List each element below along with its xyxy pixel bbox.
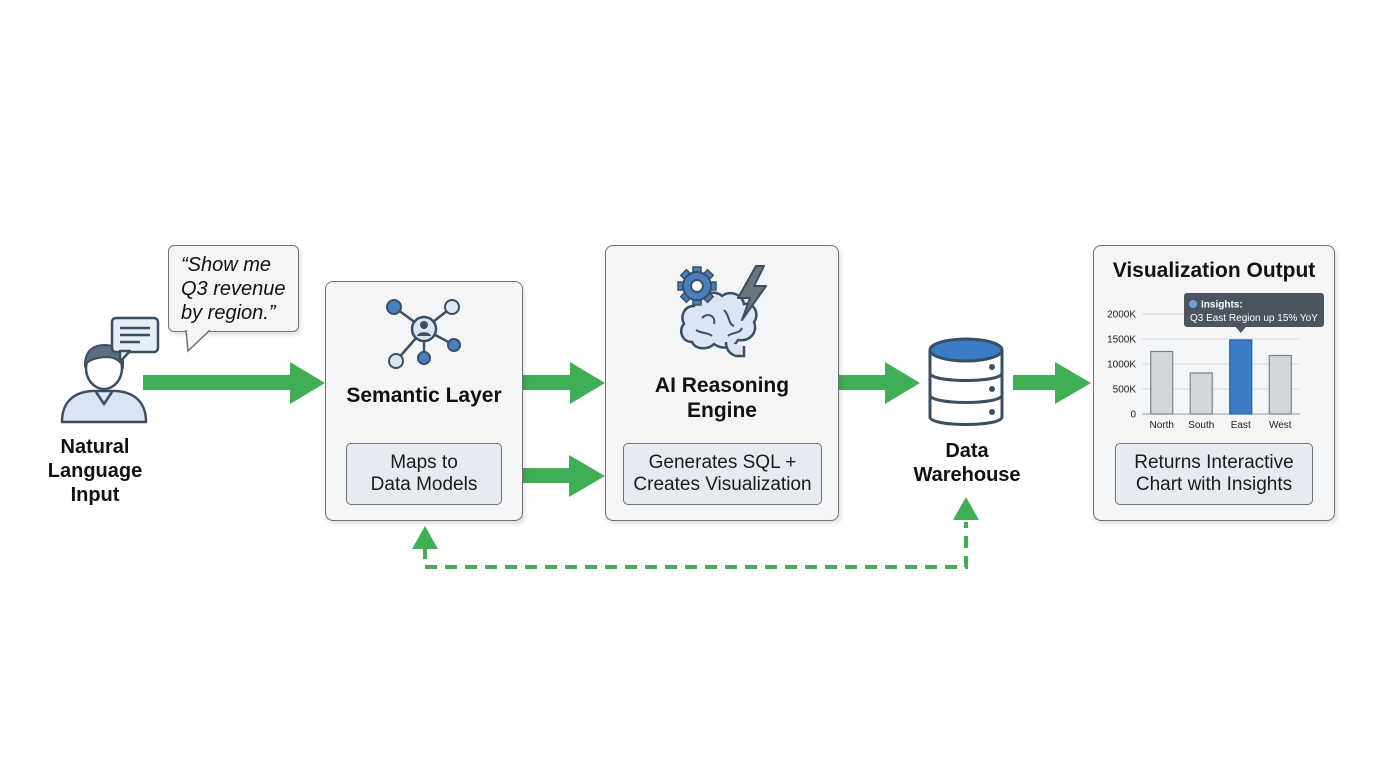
insight-text: Q3 East Region up 15% YoY xyxy=(1190,313,1318,324)
insight-tooltip xyxy=(1184,293,1324,327)
bar-north xyxy=(1150,350,1174,415)
brain-gear-lightning-icon xyxy=(677,265,767,358)
x-tick-label: West xyxy=(1269,420,1292,431)
user-icon xyxy=(60,343,148,424)
reasoning-engine-detail: Generates SQL + Creates Visualization xyxy=(623,443,822,505)
dashed-feedback-loop xyxy=(412,497,979,569)
bar-west xyxy=(1268,354,1292,415)
database-icon xyxy=(928,337,1004,426)
reasoning-engine-title: AI Reasoning Engine xyxy=(654,374,790,422)
bar-south xyxy=(1189,372,1213,415)
insight-title: Insights: xyxy=(1201,300,1243,311)
bar-east xyxy=(1229,339,1253,415)
y-tick-label: 2000K xyxy=(1107,310,1136,321)
speech-bubble-tail xyxy=(185,329,211,353)
insight-dot-icon xyxy=(1189,300,1197,308)
arrow-engine-to-warehouse xyxy=(839,362,920,404)
arrow-user-to-semantic xyxy=(143,362,325,404)
output-bar-chart: 0 500K 1000K 1500K 2000K North South East West In… xyxy=(1107,293,1324,431)
x-tick-label: East xyxy=(1231,420,1251,431)
arrow-warehouse-to-output xyxy=(1013,362,1091,404)
arrow-semantic-to-engine xyxy=(523,362,605,404)
semantic-layer-title: Semantic Layer xyxy=(346,384,502,407)
x-tick-label: South xyxy=(1188,420,1214,431)
network-icon xyxy=(386,299,461,369)
y-tick-label: 0 xyxy=(1130,410,1136,421)
query-speech-bubble xyxy=(168,245,299,332)
chat-bubble-icon xyxy=(110,316,160,364)
warehouse-label: Data Warehouse xyxy=(913,440,1021,486)
query-text: “Show me Q3 revenue by region.” xyxy=(181,254,286,324)
y-tick-label: 1500K xyxy=(1107,335,1136,346)
y-tick-label: 500K xyxy=(1113,385,1137,396)
insight-tooltip-pointer xyxy=(1235,327,1246,333)
visualization-output-detail: Returns Interactive Chart with Insights xyxy=(1115,443,1313,505)
semantic-layer-detail: Maps to Data Models xyxy=(346,443,502,505)
y-tick-label: 1000K xyxy=(1107,360,1136,371)
visualization-output-title: Visualization Output xyxy=(1112,259,1316,282)
user-label: Natural Language Input xyxy=(47,436,143,506)
x-tick-label: North xyxy=(1150,420,1174,431)
